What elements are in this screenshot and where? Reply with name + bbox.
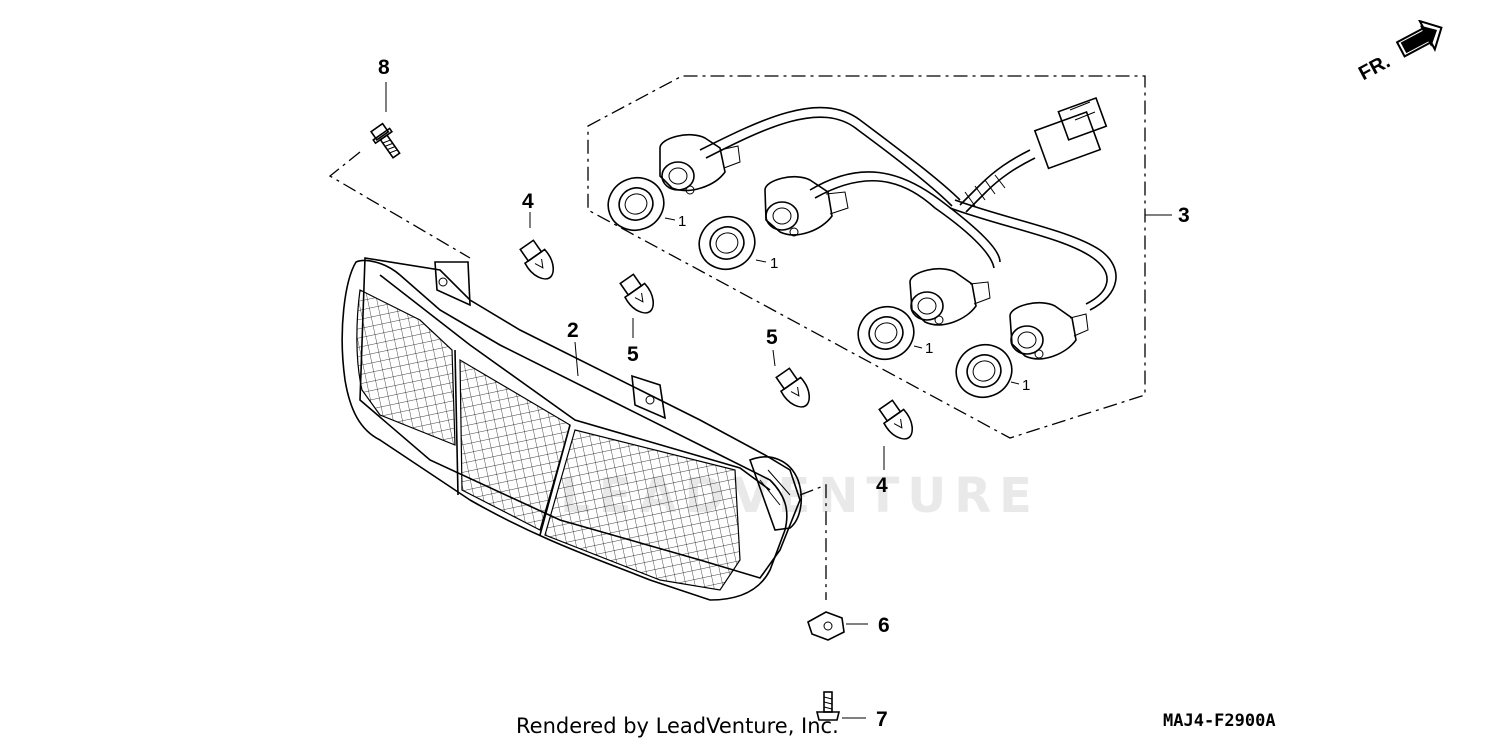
callout-4-lower: 4 [876,474,888,497]
callout-1a: 1 [678,213,686,230]
screw-7[interactable] [815,691,866,721]
callout-2: 2 [567,319,579,342]
front-direction-indicator: FR. [1350,19,1450,85]
gasket-1c[interactable] [851,299,923,367]
callout-7: 7 [876,708,888,731]
socket-assembly-d[interactable] [1009,301,1089,360]
front-label: FR. [1355,51,1394,84]
clip-nut-6[interactable] [799,484,868,641]
wire-harness-3[interactable] [699,96,1117,311]
callout-5-left: 5 [627,343,639,366]
bulb-4-lower[interactable] [876,398,919,470]
socket-assembly-b[interactable] [764,175,849,237]
gasket-1d[interactable] [949,337,1020,405]
bulb-4-upper[interactable] [517,212,560,285]
bulb-5-right[interactable] [772,349,816,413]
tail-light-lens-2[interactable] [341,257,802,601]
callout-4-upper: 4 [522,190,534,213]
callout-8: 8 [378,56,390,79]
arrow-icon: FR. [1355,19,1443,85]
callout-1b: 1 [770,255,778,272]
callout-3: 3 [1178,204,1190,227]
bolt-8[interactable] [328,82,471,259]
callout-6: 6 [878,614,890,637]
lens-leader-line [574,341,579,377]
credit-text: Rendered by LeadVenture, Inc. [516,714,839,738]
socket-assembly-a[interactable] [659,133,741,195]
callout-1d: 1 [1022,377,1030,394]
callout-1c: 1 [925,340,933,357]
socket-assembly-c[interactable] [909,267,991,326]
callout-5-right: 5 [766,326,778,349]
bulb-5-left[interactable] [617,272,660,338]
diagram-code: MAJ4-F2900A [1163,711,1276,731]
gasket-1a[interactable] [601,170,676,238]
harness-frame [587,75,1146,439]
gasket-1b[interactable] [692,209,767,277]
